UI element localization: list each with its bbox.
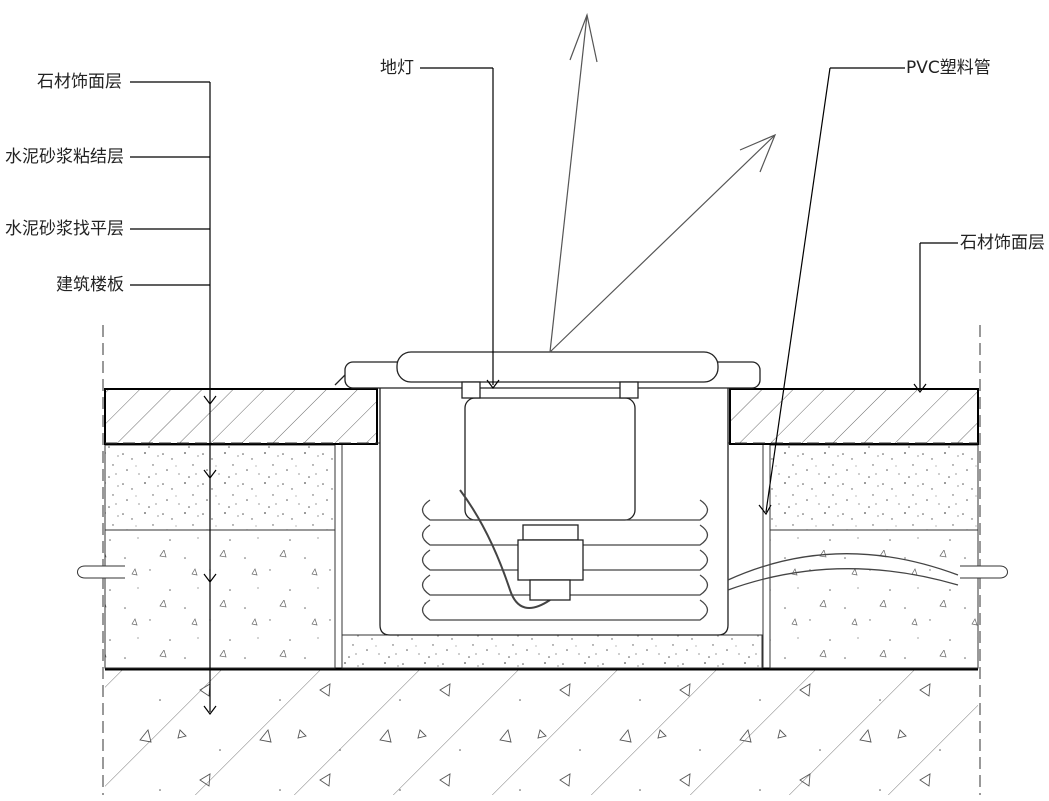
- building-slab: [105, 670, 978, 795]
- leveling-layer: [104, 529, 979, 669]
- label-building-slab: 建筑楼板: [56, 275, 124, 295]
- label-pvc-pipe: PVC塑料管: [906, 58, 991, 78]
- floor-lamp: [334, 351, 959, 636]
- label-left-stone-finish: 石材饰面层: [37, 72, 122, 92]
- label-right-stone-finish: 石材饰面层: [960, 233, 1045, 253]
- light-direction-arrows: [549, 12, 777, 353]
- stone-finish-layer: [104, 388, 979, 445]
- label-floor-lamp: 地灯: [380, 58, 414, 78]
- label-leveling-layer: 水泥砂浆找平层: [5, 219, 124, 239]
- leader-lines: [130, 67, 958, 715]
- break-symbol-right: [960, 565, 1008, 579]
- bonding-layer: [104, 444, 979, 531]
- break-symbol-left: [77, 565, 125, 579]
- label-bonding-layer: 水泥砂浆粘结层: [5, 147, 124, 167]
